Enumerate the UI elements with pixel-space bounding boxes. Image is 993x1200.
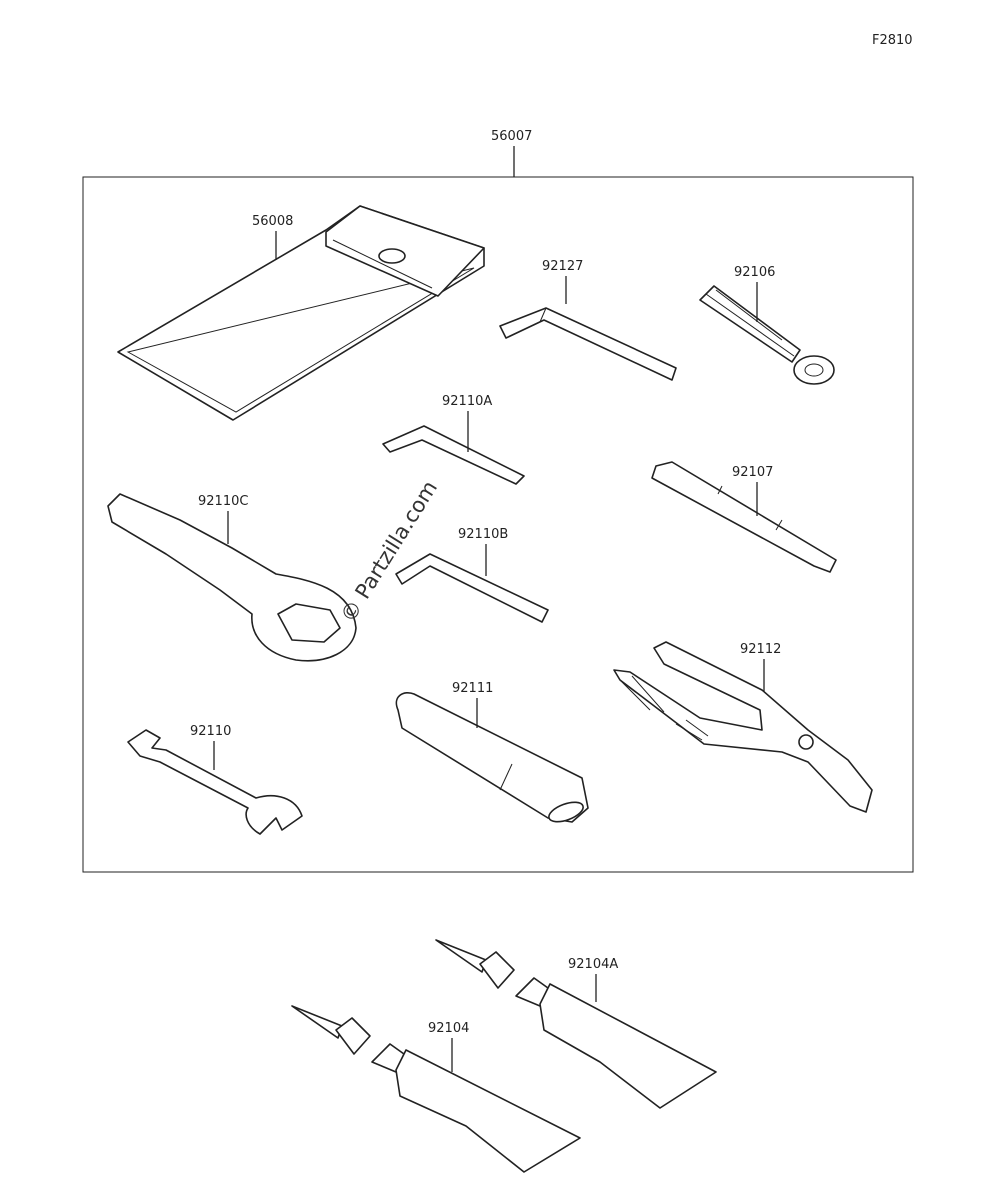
pliers-label[interactable]: 92112 <box>740 642 781 657</box>
handle-tube-drawing <box>395 692 589 823</box>
figure-code: F2810 <box>872 33 913 48</box>
ring-wrench-drawing <box>107 493 357 662</box>
hex-key-92110a-drawing <box>382 425 525 485</box>
open-wrench-drawing <box>127 729 303 835</box>
tube-92104a-drawing <box>435 939 717 1109</box>
hex-key-92110b-drawing <box>395 553 549 623</box>
kit-label[interactable]: 56007 <box>491 129 532 144</box>
handle-tube-label[interactable]: 92111 <box>452 681 493 696</box>
hex-key-92110a-label[interactable]: 92110A <box>442 394 492 409</box>
pliers-drawing <box>613 641 873 813</box>
bag-label[interactable]: 56008 <box>252 214 293 229</box>
tube-92104-drawing <box>291 1005 581 1173</box>
tube-92104-label[interactable]: 92104 <box>428 1021 469 1036</box>
hex-key-92127-label[interactable]: 92127 <box>542 259 583 274</box>
open-wrench-label[interactable]: 92110 <box>190 724 231 739</box>
ring-wrench-label[interactable]: 92110C <box>198 494 248 509</box>
watermark-text: © Partzilla.com <box>336 476 442 626</box>
screwdriver-drawing <box>651 461 837 573</box>
cap-socket-label[interactable]: 92106 <box>734 265 775 280</box>
hex-key-92110b-label[interactable]: 92110B <box>458 527 508 542</box>
bag-drawing <box>117 205 485 421</box>
cap-socket-drawing <box>699 285 835 385</box>
screwdriver-label[interactable]: 92107 <box>732 465 773 480</box>
kit-frame <box>82 176 914 873</box>
tube-92104a-label[interactable]: 92104A <box>568 957 618 972</box>
hex-key-92127-drawing <box>499 307 677 381</box>
